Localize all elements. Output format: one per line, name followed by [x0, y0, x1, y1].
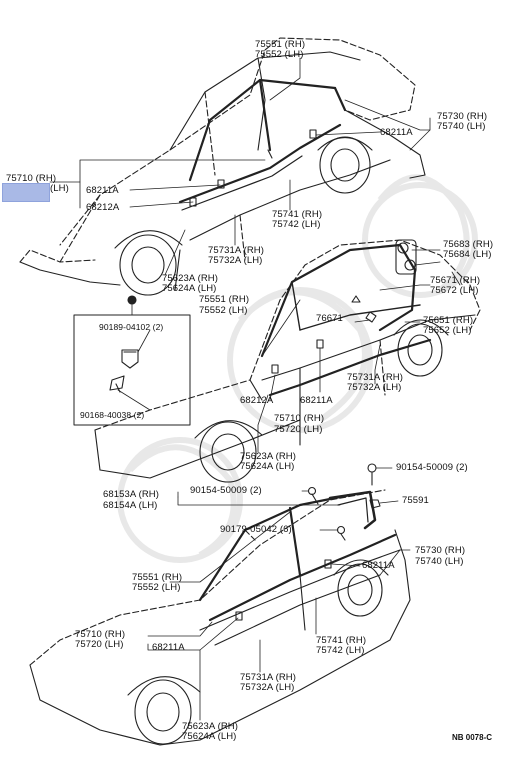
- label-75741-bot[interactable]: 75741 (RH): [316, 635, 367, 646]
- label-75623A-mid[interactable]: 75623A (RH): [240, 451, 297, 462]
- label-75671-mid[interactable]: 75671 (RH): [430, 275, 481, 286]
- car-top-body: [19, 37, 426, 296]
- leader-lines-middle: [257, 249, 461, 453]
- label-68153A-bot[interactable]: 68153A (RH): [103, 489, 160, 500]
- leader-lines-bottom: [147, 467, 411, 721]
- label-90168-40038[interactable]: 90168-40038 (2): [80, 410, 145, 420]
- label-90154-50009-left[interactable]: 90154-50009 (2): [190, 485, 262, 496]
- label-75732A-bot[interactable]: 75732A (LH): [240, 682, 295, 693]
- leader-lines-top: [49, 57, 431, 276]
- label-75591-bot[interactable]: 75591: [402, 495, 429, 506]
- label-75740-top[interactable]: 75740 (LH): [437, 121, 486, 132]
- label-75624A-mid[interactable]: 75624A (LH): [240, 461, 295, 472]
- label-75672-mid[interactable]: 75672 (LH): [430, 285, 479, 296]
- label-75740-bot[interactable]: 75740 (LH): [415, 556, 464, 567]
- label-90179-05042[interactable]: 90179-05042 (6): [220, 524, 292, 535]
- label-90154-50009-right[interactable]: 90154-50009 (2): [396, 462, 468, 473]
- label-90189-04102[interactable]: 90189-04102 (2): [99, 322, 164, 332]
- label-75623A-top[interactable]: 75623A (RH): [162, 273, 219, 284]
- label-75683-mid[interactable]: 75683 (RH): [443, 239, 494, 250]
- label-75684-mid[interactable]: 75684 (LH): [443, 249, 492, 260]
- label-75742-top[interactable]: 75742 (LH): [272, 219, 321, 230]
- label-75651-mid[interactable]: 75651 (RH): [423, 315, 474, 326]
- label-75710-mid[interactable]: 75710 (RH): [274, 413, 325, 424]
- label-75623A-bot[interactable]: 75623A (RH): [182, 721, 239, 732]
- label-75732A-top[interactable]: 75732A (LH): [208, 255, 263, 266]
- watermark-emblem: [117, 174, 478, 563]
- label-68211A-top-right[interactable]: 68211A: [380, 127, 413, 138]
- label-75624A-bot[interactable]: 75624A (LH): [182, 731, 237, 742]
- highlighted-part-marker: [2, 183, 50, 202]
- label-75551-mid[interactable]: 75551 (RH): [199, 294, 250, 305]
- label-75720-bot[interactable]: 75720 (LH): [75, 639, 124, 650]
- label-75710-lh-top[interactable]: (LH): [50, 183, 69, 194]
- car-bottom-body: [29, 463, 411, 746]
- label-75741-top[interactable]: 75741 (RH): [272, 209, 323, 220]
- label-75731A-top[interactable]: 75731A (RH): [208, 245, 265, 256]
- label-75731A-mid[interactable]: 75731A (RH): [347, 372, 404, 383]
- car-middle-body: [94, 239, 481, 483]
- label-75730-top[interactable]: 75730 (RH): [437, 111, 488, 122]
- label-75710-top[interactable]: 75710 (RH): [6, 173, 57, 184]
- label-76671-mid[interactable]: 76671: [316, 313, 343, 324]
- label-75732A-mid[interactable]: 75732A (LH): [347, 382, 402, 393]
- label-68211A-bot-left[interactable]: 68211A: [152, 642, 185, 653]
- label-75652-mid[interactable]: 75652 (LH): [423, 325, 472, 336]
- label-75742-bot[interactable]: 75742 (LH): [316, 645, 365, 656]
- label-75720-mid[interactable]: 75720 (LH): [274, 424, 323, 435]
- label-75730-bot[interactable]: 75730 (RH): [415, 545, 466, 556]
- fastener-inset-box: [73, 295, 191, 426]
- label-75552-top[interactable]: 75552 (LH): [255, 49, 304, 60]
- label-75551-top[interactable]: 75551 (RH): [255, 39, 306, 50]
- label-68211A-bot-right[interactable]: 68211A: [362, 560, 395, 571]
- label-75552-mid[interactable]: 75552 (LH): [199, 305, 248, 316]
- diagram-code: NB 0078-C: [452, 733, 493, 742]
- label-68212A-top[interactable]: 68212A: [86, 202, 120, 213]
- label-68211A-mid[interactable]: 68211A: [300, 395, 333, 406]
- label-75710-bot[interactable]: 75710 (RH): [75, 629, 126, 640]
- label-75731A-bot[interactable]: 75731A (RH): [240, 672, 297, 683]
- label-68211A-top-left[interactable]: 68211A: [86, 185, 119, 196]
- label-75552-bot[interactable]: 75552 (LH): [132, 582, 181, 593]
- label-68212A-mid[interactable]: 68212A: [240, 395, 274, 406]
- label-75624A-top[interactable]: 75624A (LH): [162, 283, 217, 294]
- label-75551-bot[interactable]: 75551 (RH): [132, 572, 183, 583]
- label-68154A-bot[interactable]: 68154A (LH): [103, 500, 158, 511]
